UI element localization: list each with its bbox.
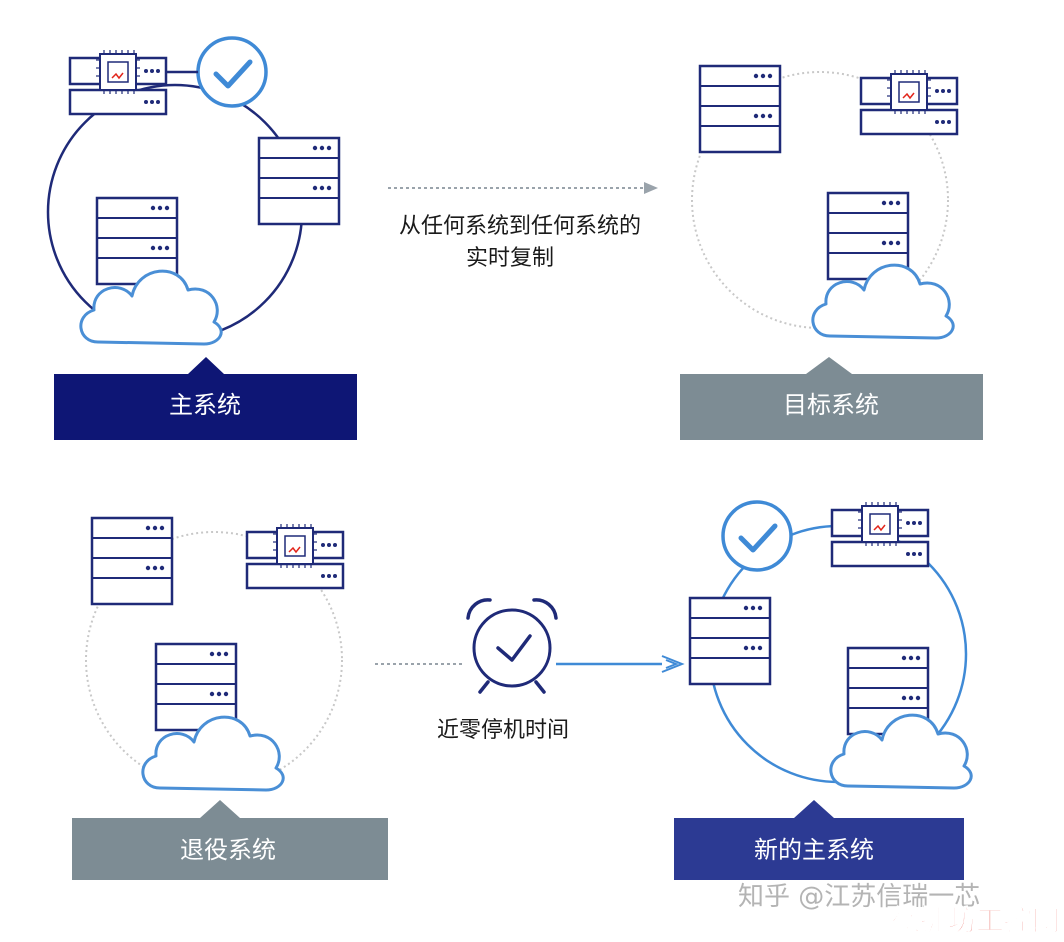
alarm-clock-icon <box>466 598 558 694</box>
primary-system-label-text: 主系统 <box>169 391 241 419</box>
zhihu-watermark: 知乎 @江苏信瑞一芯 <box>738 882 980 912</box>
target-system-cluster <box>691 64 959 340</box>
new-primary-system-cluster <box>688 500 973 790</box>
new-primary-system-label-text: 新的主系统 <box>754 836 874 864</box>
server-rack-icon <box>698 64 782 154</box>
chip-server-icon <box>68 48 168 116</box>
server-rack-icon <box>688 596 772 686</box>
chip-server-icon <box>859 68 959 136</box>
check-icon <box>198 38 266 106</box>
downtime-arrow <box>375 655 685 673</box>
retired-system-cluster <box>85 516 345 792</box>
chip-server-icon <box>245 522 345 590</box>
new-primary-system-label: 新的主系统 <box>674 800 964 880</box>
replication-arrow <box>388 182 658 194</box>
site-watermark: 微捷坊工控网 <box>891 904 1060 937</box>
check-icon <box>723 502 791 570</box>
target-system-label: 目标系统 <box>680 357 983 440</box>
retired-system-label-text: 退役系统 <box>180 836 276 864</box>
primary-system-label: 主系统 <box>54 357 357 440</box>
server-rack-icon <box>90 516 174 606</box>
chip-server-icon <box>830 500 930 568</box>
primary-system-cluster <box>46 38 341 346</box>
target-system-label-text: 目标系统 <box>783 391 879 419</box>
replication-caption-line2: 实时复制 <box>466 246 554 271</box>
server-rack-icon <box>257 136 341 226</box>
replication-caption-line1: 从任何系统到任何系统的 <box>399 214 641 239</box>
retired-system-label: 退役系统 <box>72 800 388 880</box>
downtime-caption: 近零停机时间 <box>437 718 569 743</box>
